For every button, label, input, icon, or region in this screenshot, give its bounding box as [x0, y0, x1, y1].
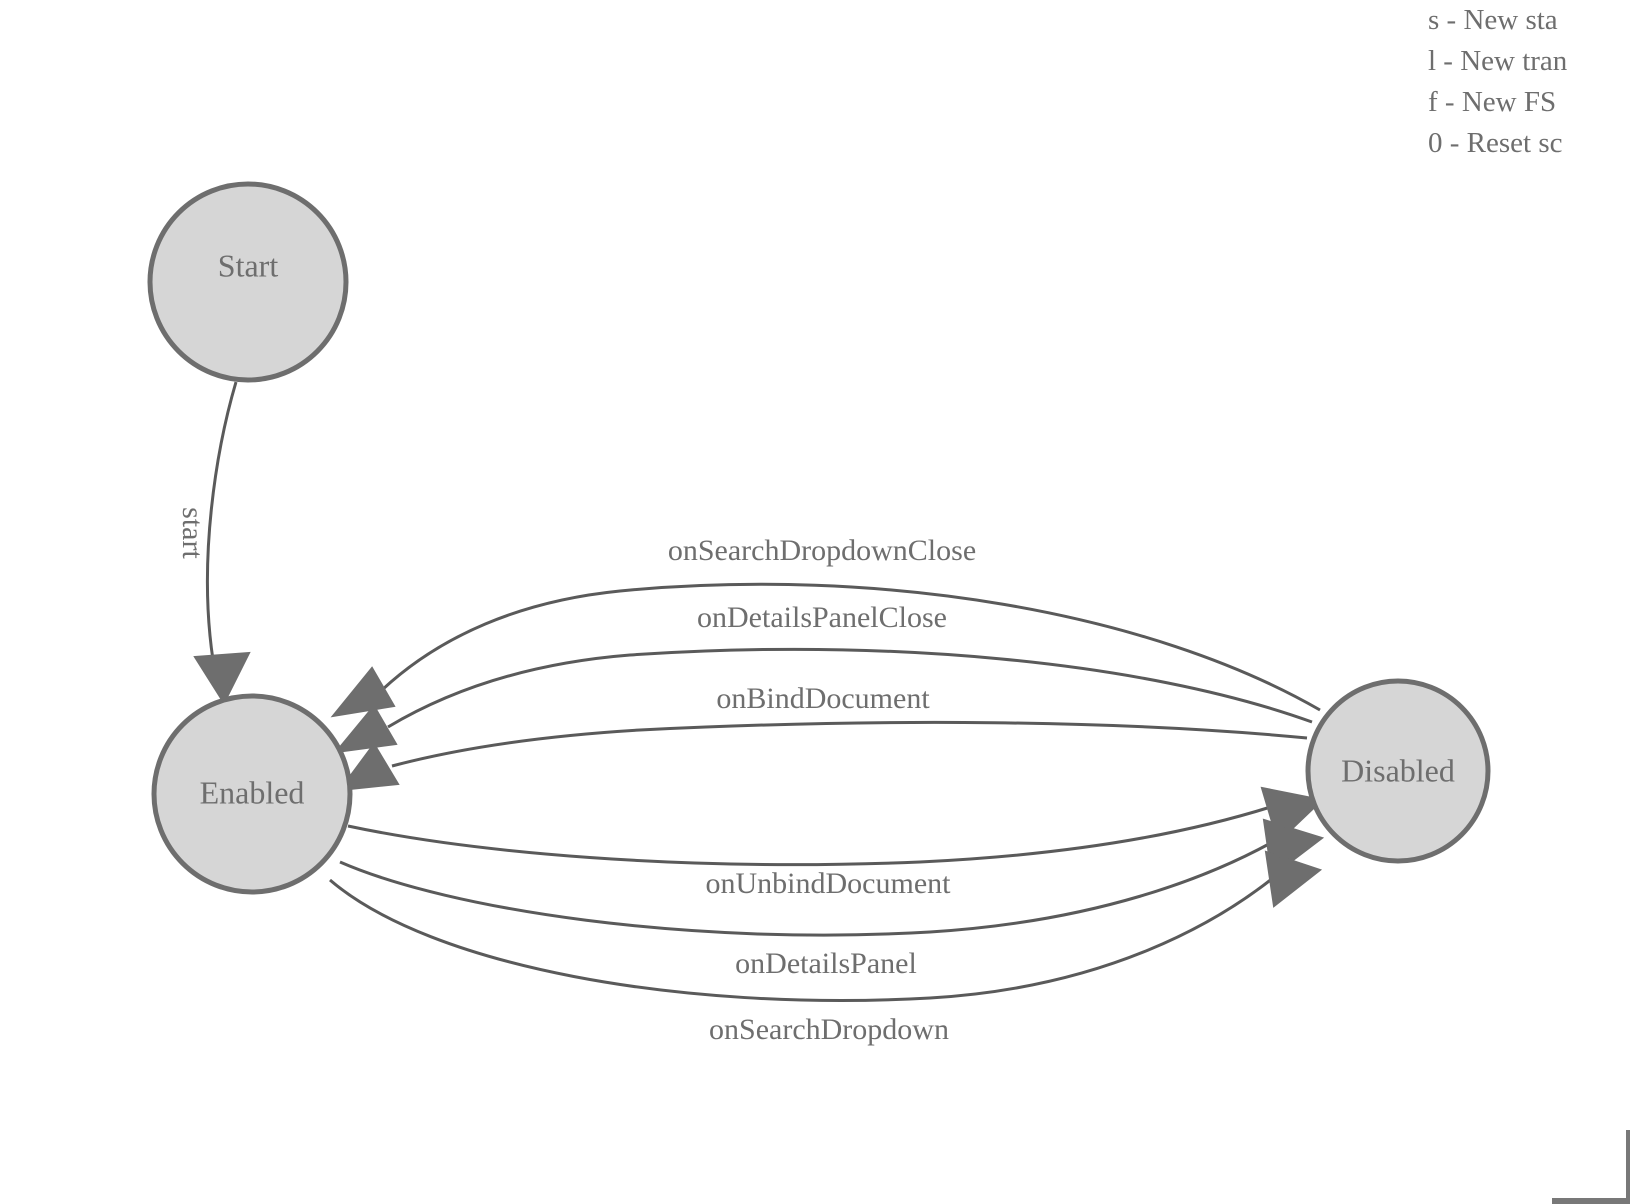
edge-path	[205, 381, 238, 661]
arrowhead-icon	[1264, 850, 1323, 908]
edge-start-to-enabled[interactable]	[193, 381, 251, 706]
node-disabled-circle[interactable]	[1305, 678, 1491, 864]
node-start-circle[interactable]	[147, 181, 349, 383]
legend-line-new-fsm: f - New FS	[1428, 86, 1557, 118]
edge-label-ondetailspanel: onDetailsPanel	[735, 947, 917, 980]
legend-line-new-state: s - New sta	[1428, 4, 1558, 36]
edge-disabled-to-enabled-binddocument[interactable]	[337, 720, 1308, 792]
arrowhead-icon	[337, 742, 400, 792]
edge-enabled-to-disabled-unbinddocument[interactable]	[347, 786, 1325, 867]
edge-disabled-to-enabled-searchdropdownclose[interactable]	[330, 582, 1321, 718]
edge-label-ondetailspanelclose: onDetailsPanelClose	[697, 601, 947, 634]
edge-enabled-to-disabled-searchdropdown[interactable]	[329, 850, 1323, 1002]
edge-label-start: start	[176, 507, 209, 559]
edge-label-onbinddocument: onBindDocument	[716, 682, 930, 715]
edge-path	[329, 860, 1293, 1002]
legend-line-new-transition: l - New tran	[1428, 45, 1568, 77]
edge-path	[347, 798, 1293, 867]
edge-path	[387, 647, 1313, 729]
legend-panel: s - New sta l - New tran f - New FS 0 - …	[1428, 0, 1632, 164]
legend-line-reset-scene: 0 - Reset sc	[1428, 127, 1563, 159]
edge-path	[380, 582, 1321, 712]
node-enabled-circle[interactable]	[151, 693, 353, 895]
edge-label-onsearchdropdownclose: onSearchDropdownClose	[667, 534, 977, 567]
arrowhead-icon	[193, 651, 251, 706]
arrowhead-icon	[330, 666, 396, 718]
edge-path	[391, 720, 1308, 768]
edge-disabled-to-enabled-detailspanelclose[interactable]	[333, 647, 1313, 754]
edge-label-onunbinddocument: onUnbindDocument	[705, 867, 951, 900]
arrowhead-icon	[333, 704, 398, 754]
edge-path	[339, 830, 1291, 937]
edge-label-onsearchdropdown: onSearchDropdown	[709, 1013, 949, 1046]
